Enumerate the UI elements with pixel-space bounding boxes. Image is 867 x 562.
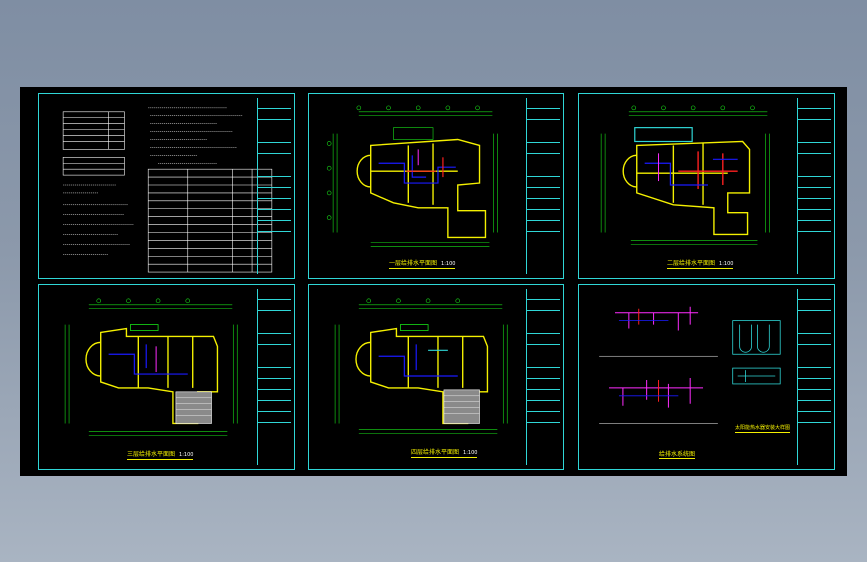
sheet-caption: 给排水系统图 [659, 451, 696, 459]
plan-3-drawing [64, 298, 238, 436]
notes-drawing [62, 107, 273, 273]
sheet-title-block [797, 98, 831, 274]
sheet-title-block [797, 289, 831, 465]
sheet-title-block [526, 289, 560, 465]
sheet-title-block [257, 289, 291, 465]
sheet-sub-caption: 太阳能热水器安装大样图 [735, 425, 791, 433]
sheet-title-block [526, 98, 560, 274]
drawing-sheet-systems[interactable]: 给排水系统图 太阳能热水器安装大样图 [578, 284, 835, 470]
plan-4-drawing [334, 298, 508, 434]
systems-drawing [599, 306, 781, 424]
plan-2-drawing [600, 105, 770, 245]
plan-1-drawing [326, 105, 498, 247]
drawing-sheet-notes[interactable] [38, 93, 295, 279]
sheet-title-block [257, 98, 291, 274]
